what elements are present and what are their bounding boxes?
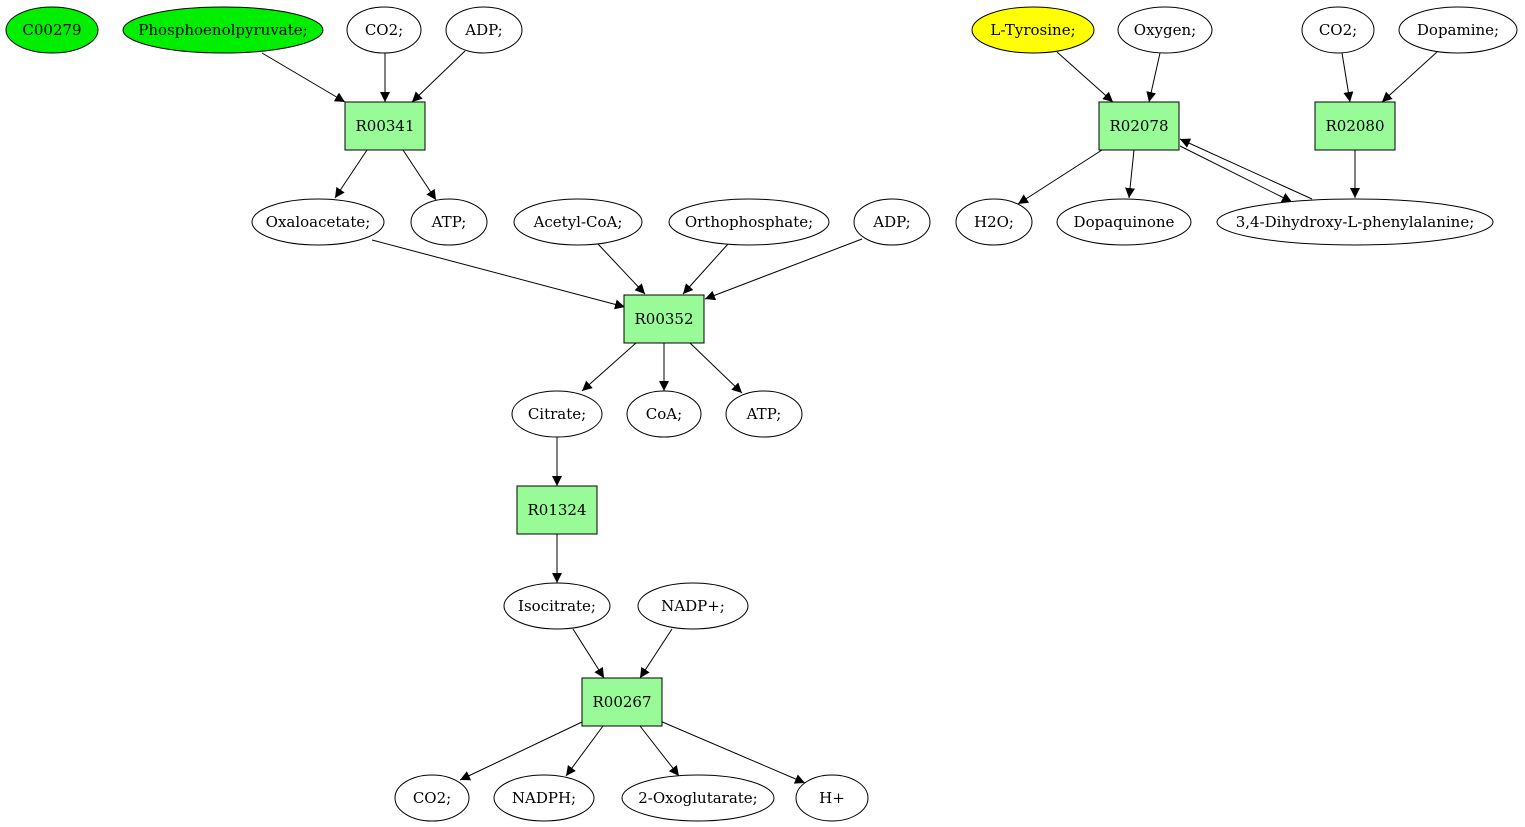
edge-r00341-to-atp	[402, 149, 437, 201]
compound-label: 3,4-Dihydroxy-L-phenylalanine;	[1236, 213, 1475, 231]
reaction-label: R00341	[355, 117, 414, 135]
compound-node-orthophosphate[interactable]: Orthophosphate;	[668, 198, 830, 246]
compound-label: NADPH;	[512, 789, 576, 807]
edge-acetylcoa-to-r00352	[597, 243, 646, 295]
edge-r00267-to-hplus	[659, 720, 806, 784]
compound-label: ATP;	[746, 405, 782, 423]
reaction-label: R00352	[634, 310, 693, 328]
compound-node-adp-a[interactable]: ADP;	[445, 6, 523, 54]
reaction-label: R02078	[1109, 117, 1168, 135]
edge-r02078-to-dopa	[1179, 145, 1293, 203]
edge-r00352-to-citrate	[581, 342, 637, 392]
edge-r00352-to-atp	[689, 342, 743, 394]
compound-label: Dopaquinone	[1074, 213, 1175, 231]
compound-label: L-Tyrosine;	[990, 21, 1075, 39]
compound-node-atp-b[interactable]: ATP;	[725, 390, 803, 438]
compound-label: Oxaloacetate;	[266, 213, 371, 231]
compound-label: Oxygen;	[1134, 21, 1196, 39]
compound-node-citrate[interactable]: Citrate;	[511, 390, 603, 438]
edge-r02078-to-dopaquinone	[1125, 149, 1136, 199]
edge-r00267-to-nadph	[565, 725, 604, 777]
compound-node-hplus[interactable]: H+	[795, 774, 869, 822]
edge-orthophosphate-to-r00352	[682, 243, 729, 295]
compound-node-co2-a[interactable]: CO2;	[346, 6, 422, 54]
compound-label: ATP;	[431, 213, 467, 231]
compound-node-acetylcoa[interactable]: Acetyl-CoA;	[513, 198, 643, 246]
compound-node-isocitrate[interactable]: Isocitrate;	[503, 582, 611, 630]
compound-node-nadph[interactable]: NADPH;	[493, 774, 595, 822]
compound-label: NADP+;	[661, 597, 725, 615]
edge-r00267-to-co2	[459, 721, 583, 781]
compound-label: H2O;	[974, 213, 1014, 231]
edge-ltyrosine-to-r02078	[1056, 51, 1114, 103]
compound-node-h2o[interactable]: H2O;	[955, 198, 1033, 246]
reaction-node-r00352[interactable]: R00352	[623, 294, 705, 344]
compound-label: Phosphoenolpyruvate;	[138, 21, 307, 39]
compound-label: C00279	[22, 21, 81, 39]
reaction-label: R02080	[1325, 117, 1384, 135]
edge-nadp-to-r00267	[639, 628, 673, 679]
compound-label: Dopamine;	[1417, 21, 1499, 39]
reaction-label: R00267	[592, 693, 651, 711]
reaction-node-r01324[interactable]: R01324	[516, 485, 598, 535]
compound-label: CO2;	[413, 789, 451, 807]
compound-label: CO2;	[365, 21, 403, 39]
compound-node-oxygen[interactable]: Oxygen;	[1117, 6, 1213, 54]
compound-label: CO2;	[1319, 21, 1357, 39]
compound-node-dopamine[interactable]: Dopamine;	[1398, 6, 1518, 54]
edge-dopamine-to-r02080	[1381, 51, 1438, 103]
compound-node-dopaquinone[interactable]: Dopaquinone	[1056, 198, 1192, 246]
compound-node-ltyrosine[interactable]: L-Tyrosine;	[971, 6, 1095, 54]
compound-label: ADP;	[872, 213, 910, 231]
reaction-node-r02078[interactable]: R02078	[1098, 101, 1180, 151]
reaction-node-r00267[interactable]: R00267	[581, 677, 663, 727]
edge-r00341-to-oxaloacetate	[334, 149, 368, 199]
edge-co2-to-r02080	[1341, 52, 1354, 103]
compound-label: Isocitrate;	[518, 597, 596, 615]
compound-label: Citrate;	[528, 405, 586, 423]
edge-adp-to-r00341	[411, 50, 466, 103]
edge-r00267-to-oxoglutarate	[639, 725, 680, 777]
edge-dopa-to-r02078	[1179, 138, 1313, 200]
compound-node-phosphoenolpyruvate[interactable]: Phosphoenolpyruvate;	[122, 6, 324, 54]
compound-node-oxoglutarate[interactable]: 2-Oxoglutarate;	[621, 774, 775, 822]
reaction-label: R01324	[527, 501, 586, 519]
reaction-node-r02080[interactable]: R02080	[1314, 101, 1396, 151]
compound-node-c00279[interactable]: C00279	[5, 6, 99, 54]
compound-label: ADP;	[464, 21, 502, 39]
compound-label: Orthophosphate;	[685, 213, 813, 231]
edge-oxygen-to-r02078	[1146, 52, 1161, 103]
edge-adp-to-r00352	[704, 238, 863, 301]
edge-oxaloacetate-to-r00352	[371, 239, 626, 310]
compound-node-co2-c[interactable]: CO2;	[1301, 6, 1375, 54]
compound-node-co2-b[interactable]: CO2;	[394, 774, 470, 822]
compound-label: CoA;	[646, 405, 682, 423]
compound-label: Acetyl-CoA;	[533, 213, 623, 231]
compound-label: H+	[819, 789, 845, 807]
reaction-node-r00341[interactable]: R00341	[344, 101, 426, 151]
compound-node-coa[interactable]: CoA;	[626, 390, 702, 438]
compound-node-adp-b[interactable]: ADP;	[853, 198, 931, 246]
compound-label: 2-Oxoglutarate;	[638, 789, 758, 807]
compound-node-oxaloacetate[interactable]: Oxaloacetate;	[251, 198, 385, 246]
compound-node-dopa[interactable]: 3,4-Dihydroxy-L-phenylalanine;	[1216, 198, 1494, 246]
compound-node-atp-a[interactable]: ATP;	[410, 198, 488, 246]
compound-node-nadp[interactable]: NADP+;	[637, 582, 749, 630]
edge-isocitrate-to-r00267	[572, 628, 605, 679]
edge-phosphoenolpyruvate-to-r00341	[261, 52, 346, 103]
edge-r02078-to-h2o	[1017, 149, 1103, 205]
edges	[261, 50, 1438, 784]
